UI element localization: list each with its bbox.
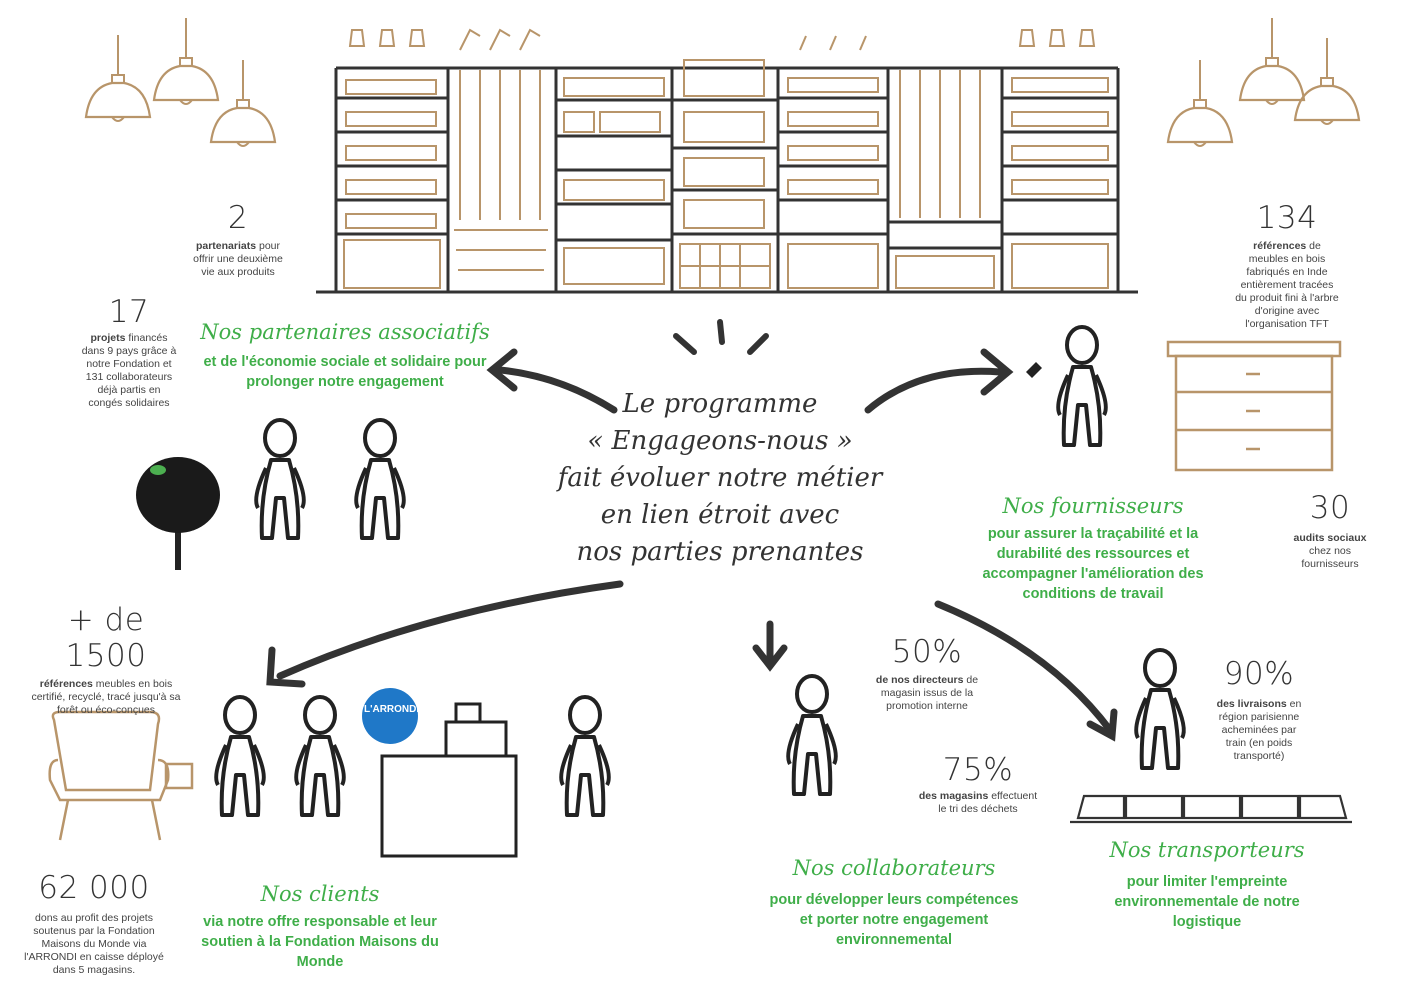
stat-magasins: 75% des magasins effectuent le tri des d… — [918, 752, 1038, 816]
center-line-5: nos parties prenantes — [576, 537, 864, 567]
stat-number: 62 000 — [38, 870, 150, 906]
stat-audits: 30 audits sociaux chez nos fournisseurs — [1288, 490, 1372, 571]
stat-number: 75% — [942, 752, 1014, 788]
stat-number: 134 — [1256, 200, 1318, 236]
group-collaborateurs: Nos collaborateurs pour développer leurs… — [766, 856, 1022, 950]
arrondi-logo — [362, 688, 418, 744]
armchair-icon — [48, 710, 194, 841]
group-text: pour assurer la traçabilité et la durabi… — [982, 526, 1204, 602]
group-fournisseurs: Nos fournisseurs pour assurer la traçabi… — [976, 494, 1210, 604]
group-title: Nos transporteurs — [1109, 838, 1305, 862]
shelf-illustration — [316, 28, 1138, 294]
center-line-2: « Engageons-nous » — [587, 426, 853, 456]
group-title: Nos fournisseurs — [1002, 494, 1184, 518]
stat-caption: références de meubles en bois fabriqués … — [1235, 240, 1339, 330]
stat-number: 17 — [108, 294, 150, 330]
arrondi-logo-text: L'ARRONDI — [364, 704, 420, 715]
stat-caption: des livraisons en région parisienne ache… — [1216, 698, 1302, 762]
stat-livraisons: 90% des livraisons en région parisienne … — [1212, 656, 1306, 763]
stat-number: 90% — [1223, 656, 1295, 692]
stat-projets: 17 projets financés dans 9 pays grâce à … — [80, 294, 178, 410]
stat-number: 30 — [1309, 490, 1351, 526]
stat-directeurs: 50% de nos directeurs de magasin issus d… — [864, 634, 990, 713]
center-line-3: fait évoluer notre métier — [557, 463, 883, 493]
stat-partenariats: 2 partenariats pour offrir une deuxième … — [190, 200, 286, 279]
stick-figure-icon — [254, 418, 406, 540]
pendant-lamp-icon — [84, 16, 1361, 148]
tree-icon — [136, 457, 220, 570]
group-partenaires: Nos partenaires associatifs et de l'écon… — [190, 320, 500, 392]
stat-caption: audits sociaux chez nos fournisseurs — [1293, 532, 1367, 570]
stat-references-bois: + de 1500 références meubles en bois cer… — [26, 602, 186, 717]
stat-dons: 62 000 dons au profit des projets souten… — [24, 870, 164, 977]
cash-register-icon — [380, 702, 518, 858]
supplier-figure-icon — [1026, 325, 1108, 447]
train-icon — [1070, 794, 1352, 824]
stick-figure-icon — [1134, 648, 1186, 770]
group-title: Nos partenaires associatifs — [200, 320, 490, 344]
stick-figure-icon — [786, 674, 838, 796]
dresser-icon — [1166, 340, 1342, 472]
center-statement: Le programme « Engageons-nous » fait évo… — [540, 386, 900, 571]
burst-icon — [673, 319, 769, 355]
stat-caption: références meubles en bois certifié, rec… — [31, 678, 181, 716]
stat-number: 2 — [227, 200, 249, 236]
stat-caption: projets financés dans 9 pays grâce à not… — [81, 332, 177, 409]
stat-number: + de 1500 — [65, 602, 147, 674]
stat-caption: dons au profit des projets soutenus par … — [24, 912, 164, 976]
group-clients: Nos clients via notre offre responsable … — [190, 882, 450, 972]
center-line-1: Le programme — [622, 389, 818, 419]
group-title: Nos collaborateurs — [792, 856, 996, 880]
center-line-4: en lien étroit avec — [600, 500, 840, 530]
stat-references-inde: 134 références de meubles en bois fabriq… — [1234, 200, 1340, 331]
group-text: et de l'économie sociale et solidaire po… — [203, 354, 487, 390]
stat-number: 50% — [891, 634, 963, 670]
group-text: pour développer leurs compétences et por… — [769, 892, 1019, 948]
arrow-icon — [266, 348, 1118, 742]
group-text: via notre offre responsable et leur sout… — [201, 914, 439, 970]
group-transporteurs: Nos transporteurs pour limiter l'emprein… — [1090, 838, 1324, 932]
group-title: Nos clients — [260, 882, 380, 906]
stat-caption: de nos directeurs de magasin issus de la… — [875, 674, 979, 712]
stat-caption: des magasins effectuent le tri des déche… — [918, 790, 1038, 815]
stat-caption: partenariats pour offrir une deuxième vi… — [193, 240, 283, 278]
group-text: pour limiter l'empreinte environnemental… — [1114, 874, 1300, 930]
